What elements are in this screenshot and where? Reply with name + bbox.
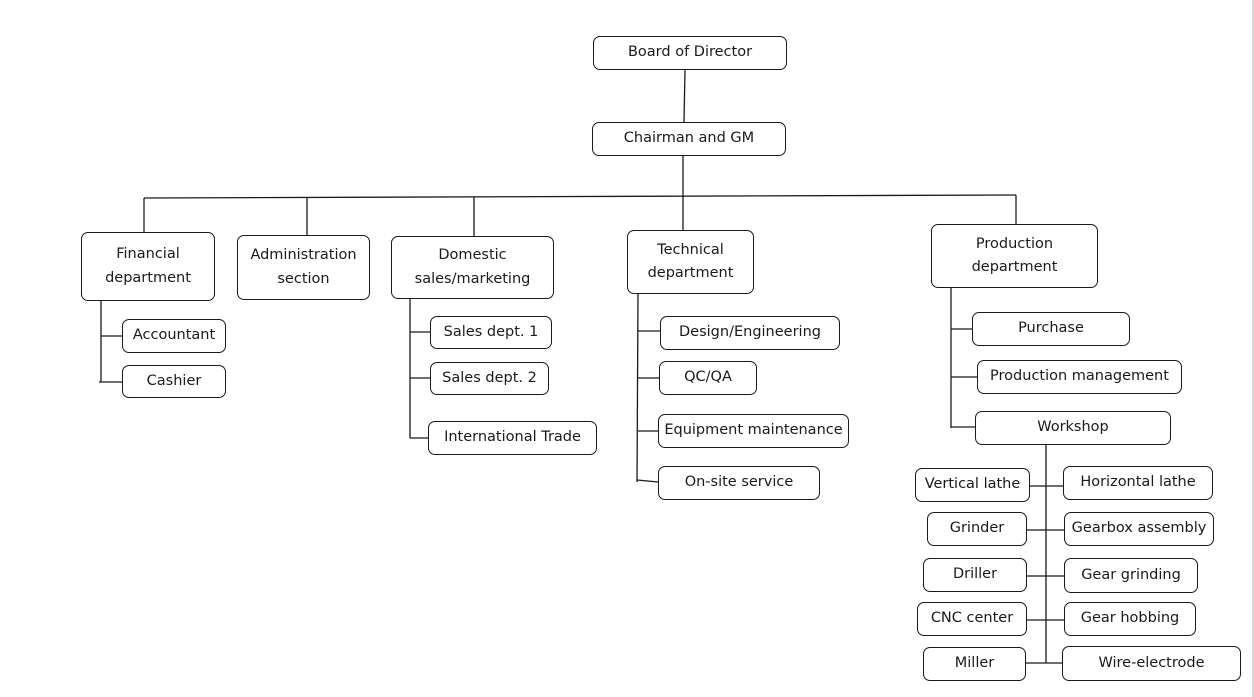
connector-line [143, 194, 1017, 199]
production-department-box: Production department [931, 224, 1098, 288]
purchase-box: Purchase [972, 312, 1130, 346]
cashier-box: Cashier [122, 365, 226, 398]
connector-line [636, 479, 659, 483]
board-of-director-box: Board of Director [593, 36, 787, 70]
accountant-box: Accountant [122, 319, 226, 353]
qc-qa-box: QC/QA [659, 361, 757, 395]
domestic-sales-marketing-box: Domestic sales/marketing [391, 236, 554, 299]
chairman-gm-box: Chairman and GM [592, 122, 786, 156]
financial-department-box: Financial department [81, 232, 215, 301]
vertical-lathe-box: Vertical lathe [915, 468, 1030, 502]
design-engineering-box: Design/Engineering [660, 316, 840, 350]
horizontal-lathe-box: Horizontal lathe [1063, 466, 1213, 500]
technical-department-box: Technical department [627, 230, 754, 294]
wire-electrode-box: Wire-electrode [1062, 646, 1241, 681]
administration-section-box: Administration section [237, 235, 370, 300]
grinder-box: Grinder [927, 512, 1027, 546]
on-site-service-box: On-site service [658, 466, 820, 500]
connector-line [636, 293, 639, 483]
production-management-box: Production management [977, 360, 1182, 394]
workshop-box: Workshop [975, 411, 1171, 445]
gear-hobbing-box: Gear hobbing [1064, 602, 1196, 636]
gear-grinding-box: Gear grinding [1064, 558, 1198, 593]
sales-dept-1-box: Sales dept. 1 [430, 316, 552, 349]
page-edge [1252, 0, 1254, 697]
international-trade-box: International Trade [428, 421, 597, 455]
connector-line [683, 69, 686, 123]
driller-box: Driller [923, 558, 1027, 592]
equipment-maintenance-box: Equipment maintenance [658, 414, 849, 448]
gearbox-assembly-box: Gearbox assembly [1064, 512, 1214, 546]
miller-box: Miller [923, 647, 1026, 681]
sales-dept-2-box: Sales dept. 2 [430, 362, 549, 395]
cnc-center-box: CNC center [917, 602, 1027, 636]
